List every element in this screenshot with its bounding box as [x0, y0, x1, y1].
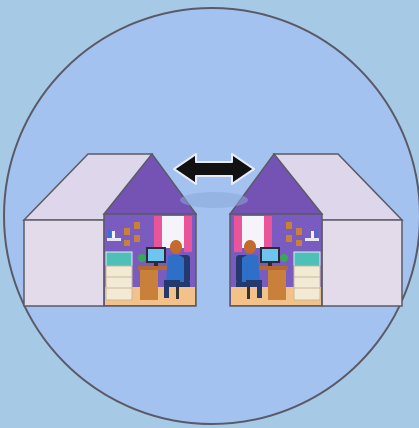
right-room-shelf [305, 238, 319, 241]
left-house-side-wall [24, 220, 104, 306]
right-room-monitor-screen [262, 249, 278, 261]
right-room [230, 214, 322, 306]
left-room-book-2 [112, 231, 115, 238]
left-room-chair-post [176, 287, 179, 299]
right-room-curtain-right [234, 216, 242, 252]
left-room-aquarium [106, 252, 132, 266]
right-room-curtain-left [264, 216, 272, 252]
right-room-aquarium [294, 252, 320, 266]
right-room-plant [280, 254, 288, 262]
left-room-shelf [107, 238, 121, 241]
right-room-chair-post [247, 287, 250, 299]
left-room-cabinet [106, 266, 132, 300]
right-room-book-2 [311, 231, 314, 238]
right-room-book-1 [315, 230, 318, 238]
right-room-cabinet [294, 266, 320, 300]
right-house-side-wall [322, 220, 402, 306]
left-room-frame-4 [124, 240, 130, 246]
left-room-plant [138, 254, 146, 262]
right-room-desk-drawers [268, 270, 286, 300]
right-room-frame-3 [286, 235, 292, 242]
right-room-monitor-stand [268, 263, 272, 266]
left-room-curtain-right [184, 216, 192, 252]
left-room [104, 214, 196, 306]
left-room-book-1 [108, 230, 111, 238]
left-room-frame-2 [134, 222, 140, 229]
left-room-desk-drawers [140, 270, 158, 300]
right-room-frame-1 [296, 228, 302, 235]
right-room-frame-2 [286, 222, 292, 229]
left-room-frame-1 [124, 228, 130, 235]
left-room-curtain-left [154, 216, 162, 252]
arrow-shadow [180, 192, 248, 208]
right-room-frame-4 [296, 240, 302, 246]
left-room-monitor-stand [154, 263, 158, 266]
left-room-monitor-screen [148, 249, 164, 261]
left-room-frame-3 [134, 235, 140, 242]
